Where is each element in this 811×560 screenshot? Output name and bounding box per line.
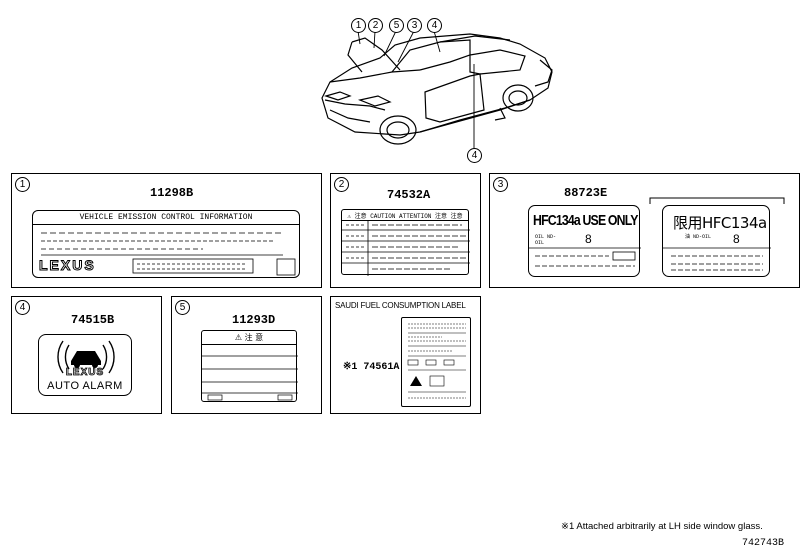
label-lines xyxy=(663,247,771,271)
lexus-logo: LEXUS xyxy=(39,257,96,274)
refrigerant-label-en: HFC134a USE ONLY OIL ND-OIL 8 xyxy=(528,205,641,277)
caution-label-cn: ⚠ 注 意 xyxy=(201,330,298,402)
auto-alarm-label: LEXUS AUTO ALARM xyxy=(38,334,132,396)
callout-2: 2 xyxy=(368,18,383,33)
panel-title: SAUDI FUEL CONSUMPTION LABEL xyxy=(335,301,466,310)
lexus-logo: LEXUS xyxy=(65,367,105,379)
callout-5: 5 xyxy=(389,18,404,33)
label-header: ⚠ 注意 CAUTION ATTENTION 注意 注意 xyxy=(342,211,468,221)
refrigerant-text: HFC134a USE ONLY xyxy=(533,212,639,229)
label-lines xyxy=(41,232,296,276)
panel-number: 4 xyxy=(15,300,30,315)
label-lines xyxy=(202,355,298,401)
panel-number: 5 xyxy=(175,300,190,315)
panel-3: 3 88723E HFC134a USE ONLY OIL ND-OIL 8 限… xyxy=(489,173,800,288)
fuel-label-content xyxy=(407,323,466,399)
part-number: 11293D xyxy=(232,313,276,327)
label-rows xyxy=(342,220,470,276)
oil-label: 油 ND-OIL xyxy=(685,234,712,240)
fuel-label xyxy=(401,317,471,407)
alarm-text: AUTO ALARM xyxy=(47,380,123,392)
part-number: ※1 74561A xyxy=(343,362,400,373)
panel-1: 1 11298B VEHICLE EMISSION CONTROL INFORM… xyxy=(11,173,322,288)
panel-2: 2 74532A ⚠ 注意 CAUTION ATTENTION 注意 注意 xyxy=(330,173,481,288)
panel-number: 2 xyxy=(334,177,349,192)
callout-1: 1 xyxy=(351,18,366,33)
car-drawing xyxy=(321,30,553,148)
bracket-line xyxy=(649,197,785,204)
part-number: 88723E xyxy=(564,186,608,200)
callout-4: 4 xyxy=(427,18,442,33)
panel-number: 1 xyxy=(15,177,30,192)
label-header: VEHICLE EMISSION CONTROL INFORMATION xyxy=(33,213,299,225)
refrigerant-text: 限用HFC134a xyxy=(673,214,767,232)
panel-4: 4 74515B LEXUS AUTO ALARM xyxy=(11,296,162,414)
oil-label: OIL ND-OIL xyxy=(535,234,557,246)
footnote: ※1 Attached arbitrarily at LH side windo… xyxy=(561,521,763,532)
oil-number: 8 xyxy=(585,232,592,246)
callout-3: 3 xyxy=(407,18,422,33)
refrigerant-label-cn: 限用HFC134a 油 ND-OIL 8 xyxy=(662,205,771,277)
part-number: 74515B xyxy=(71,313,115,327)
label-header: ⚠ 注 意 xyxy=(202,332,296,345)
label-lines xyxy=(529,247,641,267)
diagram-id: 742743B xyxy=(742,538,785,549)
part-number: 74532A xyxy=(387,188,431,202)
emission-label: VEHICLE EMISSION CONTROL INFORMATION LEX… xyxy=(32,210,300,278)
panel-5: 5 11293D ⚠ 注 意 xyxy=(171,296,322,414)
oil-number: 8 xyxy=(733,232,740,246)
panel-number: 3 xyxy=(493,177,508,192)
callout-4-lower: 4 xyxy=(467,148,482,163)
panel-saudi: SAUDI FUEL CONSUMPTION LABEL ※1 74561A xyxy=(330,296,481,414)
alarm-car-icon xyxy=(57,340,115,374)
part-number: 11298B xyxy=(150,186,194,200)
caution-label: ⚠ 注意 CAUTION ATTENTION 注意 注意 xyxy=(341,209,470,276)
